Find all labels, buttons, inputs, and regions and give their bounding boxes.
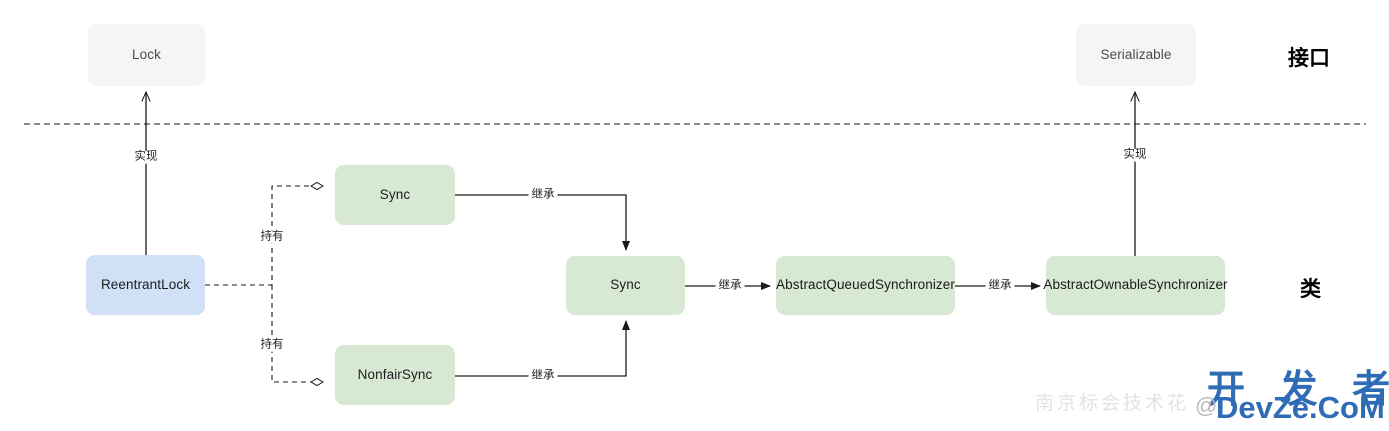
watermark-at-icon: @ — [1195, 393, 1217, 419]
edge-label-text: 持有 — [260, 338, 284, 351]
node-aos-label: AbstractOwnableSynchronizer — [1043, 277, 1228, 293]
zone-label-class-text: 类 — [1300, 278, 1321, 301]
edge-label-holds-nonfairsync: 持有 — [257, 338, 287, 352]
edge-label-sync-extends-aqs: 继承 — [715, 279, 745, 293]
edge-label-aos-implements-serializable: 实现 — [1120, 148, 1150, 162]
edge-label-text: 继承 — [988, 279, 1012, 292]
node-sync-fair-label: Sync — [379, 186, 411, 202]
node-abstract-queued-synchronizer[interactable]: AbstractQueuedSynchronizer — [776, 256, 955, 315]
edge-label-text: 继承 — [531, 188, 555, 201]
edge-label-text: 实现 — [1123, 148, 1147, 161]
node-abstract-ownable-synchronizer[interactable]: AbstractOwnableSynchronizer — [1043, 256, 1228, 315]
edge-label-nonfairsync-extends-center: 继承 — [528, 369, 558, 383]
node-lock-label: Lock — [132, 46, 161, 62]
edge-reentrantlock-holds-nonfairsync — [271, 285, 324, 387]
node-aqs-label: AbstractQueuedSynchronizer — [776, 277, 955, 293]
edge-sync-extends-center — [455, 194, 630, 251]
edge-label-reentrantlock-implements-lock: 实现 — [131, 150, 161, 164]
node-nonfairsync-label: NonfairSync — [357, 366, 433, 382]
watermark-brand-cn: 开 发 者 — [1207, 358, 1389, 413]
watermark-site-text: DevZe.CoM — [1216, 390, 1385, 425]
zone-label-class: 类 — [1300, 273, 1321, 303]
node-reentrantlock[interactable]: ReentrantLock — [86, 255, 205, 315]
watermark-at-text: @ — [1195, 393, 1218, 418]
node-sync-center[interactable]: Sync — [566, 256, 685, 315]
node-serializable[interactable]: Serializable — [1076, 24, 1196, 86]
edge-label-text: 实现 — [134, 150, 158, 163]
node-nonfairsync[interactable]: NonfairSync — [335, 345, 455, 405]
node-serializable-label: Serializable — [1100, 46, 1172, 62]
watermark-faint-text: 南京标会技术花 — [1035, 388, 1189, 415]
node-lock[interactable]: Lock — [88, 24, 205, 86]
edge-label-holds-sync: 持有 — [257, 230, 287, 244]
node-sync-center-label: Sync — [610, 277, 641, 293]
node-sync-fair[interactable]: Sync — [335, 165, 455, 225]
watermark-site: DevZe.CoM — [1216, 390, 1385, 426]
edge-label-text: 继承 — [718, 279, 742, 292]
edge-label-text: 持有 — [260, 230, 284, 243]
edge-nonfairsync-extends-center — [455, 320, 630, 377]
edge-label-sync-extends-center: 继承 — [528, 188, 558, 202]
zone-label-interface-text: 接口 — [1288, 47, 1330, 70]
edge-label-aqs-extends-aos: 继承 — [985, 279, 1015, 293]
node-reentrantlock-label: ReentrantLock — [100, 276, 191, 292]
zone-label-interface: 接口 — [1288, 42, 1330, 72]
watermark-faint-label: 南京标会技术花 — [1035, 393, 1190, 414]
edge-label-text: 继承 — [531, 369, 555, 382]
watermark-brand-cn-text: 开 发 者 — [1207, 369, 1389, 411]
